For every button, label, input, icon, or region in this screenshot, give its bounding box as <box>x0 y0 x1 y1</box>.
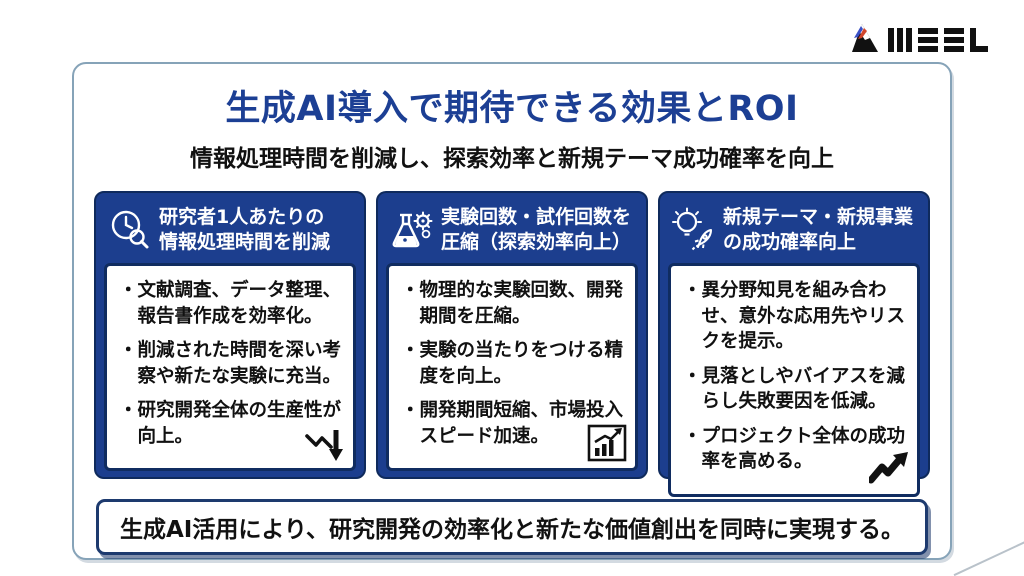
list-item: ・ 実験の当たりをつける精度を向上。 <box>401 338 625 389</box>
bullet-marker: ・ <box>683 425 702 447</box>
bullet-marker: ・ <box>119 280 138 302</box>
card-1-header: 研究者1人あたりの 情報処理時間を削減 <box>104 199 356 263</box>
card-2-title-line2: 圧縮（探索効率向上） <box>441 231 632 254</box>
bullet-text: 物理的な実験回数、開発期間を圧縮。 <box>419 280 624 327</box>
bullet-text: 開発期間短縮、市場投入スピード加速。 <box>419 400 624 447</box>
list-item: ・ プロジェクト全体の成功率を高める。 <box>683 424 907 475</box>
card-3-title: 新規テーマ・新規事業 の成功確率向上 <box>723 205 913 255</box>
flask-gear-icon <box>392 211 433 248</box>
list-item: ・ 異分野知見を組み合わせ、意外な応用先やリスクを提示。 <box>683 278 907 355</box>
list-item: ・ 文献調査、データ整理、報告書作成を効率化。 <box>119 278 343 329</box>
card-1-title-line2: 情報処理時間を削減 <box>159 231 331 254</box>
list-item: ・ 見落としやバイアスを減らし失敗要因を低減。 <box>683 364 907 415</box>
page-subtitle: 情報処理時間を削減し、探索効率と新規テーマ成功確率を向上 <box>190 146 834 172</box>
bullet-marker: ・ <box>401 340 420 362</box>
clock-magnifier-icon <box>111 210 149 249</box>
page-curl-line <box>953 537 1024 576</box>
meel-logo <box>848 16 998 58</box>
bullet-text: 削減された時間を深い考察や新たな実験に充当。 <box>137 340 342 387</box>
benefit-cards-row: 研究者1人あたりの 情報処理時間を削減 ・ 文献調査、データ整理、報告書作成を効… <box>94 191 930 497</box>
bullet-text: 研究開発全体の生産性が向上。 <box>137 400 342 447</box>
card-3-title-line2: の成功確率向上 <box>723 231 857 254</box>
zigzag-arrow-up-icon <box>869 451 908 484</box>
card-2-body: ・ 物理的な実験回数、開発期間を圧縮。 ・ 実験の当たりをつける精度を向上。 ・… <box>386 263 638 472</box>
bullet-marker: ・ <box>119 400 138 422</box>
summary-banner: 生成AI活用により、研究開発の効率化と新たな価値創出を同時に実現する。 <box>96 499 928 555</box>
rising-bar-chart-icon <box>587 424 627 462</box>
card-experiment-reduction: 実験回数・試作回数を 圧縮（探索効率向上） ・ 物理的な実験回数、開発期間を圧縮… <box>376 191 648 479</box>
bullet-text: プロジェクト全体の成功率を高める。 <box>701 425 906 473</box>
card-2-header: 実験回数・試作回数を 圧縮（探索効率向上） <box>386 199 638 263</box>
page-title: 生成AI導入で期待できる効果とROI <box>225 89 799 129</box>
bullet-text: 異分野知見を組み合わせ、意外な応用先やリスクを提示。 <box>701 280 906 353</box>
card-1-title: 研究者1人あたりの 情報処理時間を削減 <box>159 205 330 255</box>
bullet-marker: ・ <box>683 280 702 302</box>
bullet-text: 見落としやバイアスを減らし失敗要因を低減。 <box>701 365 905 413</box>
list-item: ・ 物理的な実験回数、開発期間を圧縮。 <box>401 278 625 329</box>
mountain-logo-icon <box>852 24 988 52</box>
card-1-body: ・ 文献調査、データ整理、報告書作成を効率化。 ・ 削減された時間を深い考察や新… <box>104 263 356 472</box>
bullet-text: 実験の当たりをつける精度を向上。 <box>419 340 624 387</box>
slide-frame: 生成AI導入で期待できる効果とROI 情報処理時間を削減し、探索効率と新規テーマ… <box>72 62 952 560</box>
card-2-title: 実験回数・試作回数を 圧縮（探索効率向上） <box>441 205 631 255</box>
bullet-marker: ・ <box>401 400 420 422</box>
card-1-title-line1: 研究者1人あたりの <box>159 206 325 228</box>
list-item: ・ 開発期間短縮、市場投入スピード加速。 <box>401 398 625 449</box>
card-3-title-line1: 新規テーマ・新規事業 <box>723 206 914 228</box>
list-item: ・ 削減された時間を深い考察や新たな実験に充当。 <box>119 338 343 389</box>
bullet-marker: ・ <box>119 340 138 362</box>
card-info-processing-time: 研究者1人あたりの 情報処理時間を削減 ・ 文献調査、データ整理、報告書作成を効… <box>94 191 366 479</box>
bullet-text: 文献調査、データ整理、報告書作成を効率化。 <box>137 280 342 327</box>
bulb-rocket-icon <box>672 207 712 251</box>
bullet-marker: ・ <box>683 365 702 387</box>
list-item: ・ 研究開発全体の生産性が向上。 <box>119 398 343 449</box>
zigzag-arrow-down-icon <box>305 430 343 462</box>
card-2-title-line1: 実験回数・試作回数を <box>441 206 632 228</box>
bullet-marker: ・ <box>401 280 420 302</box>
card-3-body: ・ 異分野知見を組み合わせ、意外な応用先やリスクを提示。 ・ 見落としやバイアス… <box>668 263 920 497</box>
card-new-business-success: 新規テーマ・新規事業 の成功確率向上 ・ 異分野知見を組み合わせ、意外な応用先や… <box>658 191 930 497</box>
card-3-header: 新規テーマ・新規事業 の成功確率向上 <box>668 199 920 263</box>
